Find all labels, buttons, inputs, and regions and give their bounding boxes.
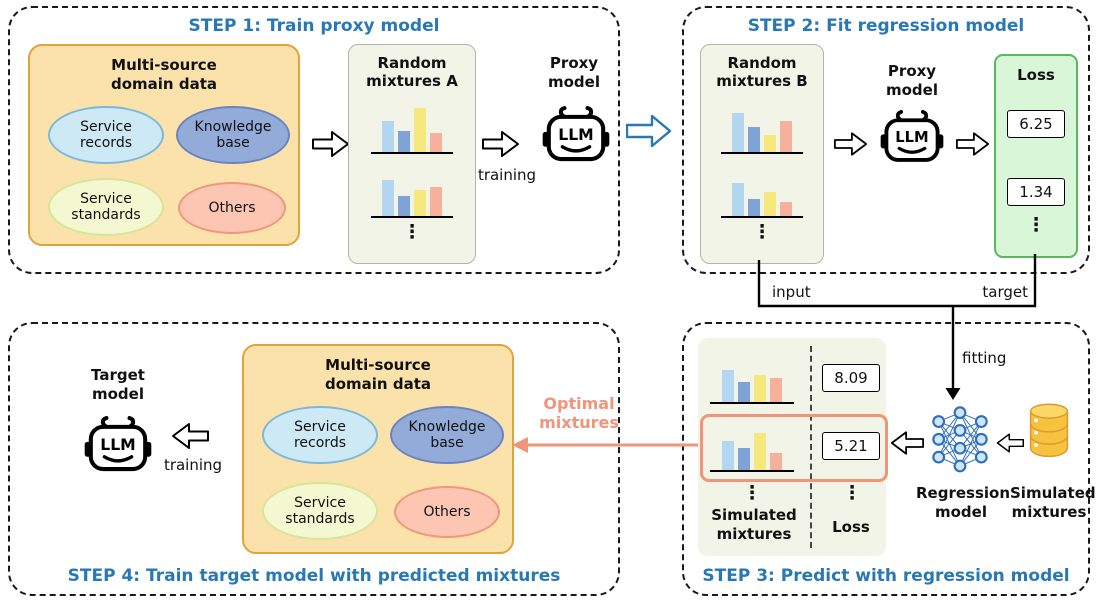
- blue-arrow-right-icon: [625, 114, 672, 148]
- hollow-arrow-right-icon: [482, 130, 520, 158]
- loss-value: 6.25: [1007, 110, 1065, 138]
- input-label: input: [772, 283, 811, 301]
- mixture-bar: [414, 190, 426, 216]
- mixture-bar-chart: [721, 166, 803, 218]
- mixture-bar: [780, 202, 792, 216]
- domain-box-title: Multi-source domain data: [325, 356, 431, 393]
- table-divider: [810, 346, 812, 548]
- step2-panel: STEP 2: Fit regression model Random mixt…: [682, 6, 1090, 274]
- mixture-bar-chart: [710, 420, 794, 472]
- multi-source-domain-box-step1: Multi-source domain data Service records…: [28, 44, 300, 246]
- domain-box-title: Multi-source domain data: [111, 56, 217, 93]
- knowledge-base-ellipse: Knowledge base: [176, 106, 290, 164]
- llm-text: LLM: [895, 129, 928, 146]
- random-mixtures-a-card: Random mixtures A ⋮: [348, 44, 476, 264]
- simulated-mixtures-db-label: Simulated mixtures: [1010, 484, 1096, 521]
- target-model-label: Target model: [91, 366, 145, 403]
- random-mixtures-b-card: Random mixtures B ⋮: [700, 44, 824, 264]
- mixture-bar: [770, 453, 782, 470]
- others-ellipse: Others: [178, 182, 286, 234]
- step1-panel: STEP 1: Train proxy model Multi-source d…: [8, 6, 620, 274]
- hollow-arrow-right-icon: [956, 130, 990, 158]
- step1-title: STEP 1: Train proxy model: [188, 16, 440, 36]
- mixture-bar: [754, 433, 766, 470]
- optimal-mixtures-label: Optimal mixtures: [539, 394, 619, 433]
- vertical-ellipsis: ⋮: [842, 482, 862, 504]
- knowledge-base-ellipse: Knowledge base: [390, 406, 504, 464]
- mixture-bar: [398, 131, 410, 152]
- llm-text: LLM: [558, 125, 593, 144]
- service-records-ellipse: Service records: [48, 106, 164, 164]
- mixture-bar: [430, 187, 442, 216]
- llm-robot-icon: LLM: [84, 416, 152, 476]
- mixture-bar: [764, 135, 776, 152]
- mixture-bar: [398, 196, 410, 216]
- hollow-arrow-left-icon: [996, 430, 1024, 456]
- mixture-bar: [382, 180, 394, 216]
- regression-model-label: Regression model: [916, 484, 1011, 521]
- multi-source-domain-box-step4: Multi-source domain data Service records…: [242, 344, 514, 554]
- mixture-bar-chart: [721, 102, 803, 154]
- mixture-bar-chart: [710, 352, 794, 404]
- mixture-bar: [754, 375, 766, 402]
- hollow-arrow-left-icon: [890, 430, 925, 456]
- prediction-table-card: ⋮ Simulated mixtures 8.09 5.21 ⋮ Loss: [698, 338, 886, 556]
- step3-title: STEP 3: Predict with regression model: [702, 566, 1070, 586]
- mixture-bar: [722, 441, 734, 470]
- others-ellipse: Others: [394, 486, 500, 538]
- loss-title: Loss: [1017, 66, 1055, 84]
- mixture-bar: [738, 448, 750, 470]
- loss-box: Loss 6.25 1.34 ⋮: [994, 54, 1078, 258]
- vertical-ellipsis: ⋮: [1026, 214, 1046, 236]
- mixture-bar: [748, 127, 760, 152]
- target-label: target: [982, 283, 1028, 301]
- mixture-bar: [780, 121, 792, 152]
- mixture-bar: [732, 183, 744, 216]
- mixture-bar-chart: [371, 102, 453, 154]
- mixtures-b-title: Random mixtures B: [716, 54, 808, 90]
- service-standards-ellipse: Service standards: [262, 482, 378, 540]
- service-records-ellipse: Service records: [262, 406, 378, 464]
- step4-panel: STEP 4: Train target model with predicte…: [8, 322, 620, 596]
- hollow-arrow-right-icon: [312, 130, 350, 158]
- optimal-mixture-highlight: [700, 414, 888, 482]
- training-label: training: [163, 456, 223, 474]
- loss-value: 1.34: [1007, 178, 1065, 206]
- step3-panel: STEP 3: Predict with regression model ⋮ …: [682, 322, 1096, 596]
- mixtures-a-title: Random mixtures A: [366, 54, 458, 90]
- vertical-ellipsis: ⋮: [742, 482, 762, 504]
- mixture-bar: [430, 133, 442, 152]
- vertical-ellipsis: ⋮: [402, 221, 422, 243]
- llm-robot-icon: LLM: [542, 106, 610, 166]
- loss-column-label: Loss: [832, 518, 870, 536]
- neural-network-icon: [928, 402, 992, 477]
- mixture-bar: [732, 113, 744, 152]
- mixture-bar: [770, 378, 782, 402]
- vertical-ellipsis: ⋮: [752, 221, 772, 243]
- predicted-loss-value: 8.09: [822, 364, 880, 392]
- llm-robot-icon: LLM: [880, 110, 944, 166]
- database-icon: [1026, 402, 1072, 458]
- step4-title: STEP 4: Train target model with predicte…: [67, 566, 561, 586]
- llm-text: LLM: [100, 435, 135, 454]
- fitting-label: fitting: [962, 349, 1007, 367]
- mixture-bar: [722, 370, 734, 402]
- hollow-arrow-left-icon: [170, 422, 210, 450]
- proxy-model-label: Proxy model: [886, 62, 938, 99]
- step2-title: STEP 2: Fit regression model: [747, 16, 1025, 36]
- mixture-bar: [748, 199, 760, 216]
- simulated-mixtures-column-label: Simulated mixtures: [711, 506, 797, 543]
- proxy-model-label: Proxy model: [548, 54, 600, 91]
- mixture-bar-chart: [371, 166, 453, 218]
- training-label: training: [477, 166, 537, 184]
- mixture-bar: [414, 108, 426, 152]
- mixture-bar: [382, 121, 394, 152]
- mixture-bar: [738, 382, 750, 402]
- predicted-loss-value: 5.21: [822, 432, 880, 460]
- service-standards-ellipse: Service standards: [48, 178, 164, 236]
- mixture-bar: [764, 192, 776, 216]
- hollow-arrow-right-icon: [834, 130, 868, 158]
